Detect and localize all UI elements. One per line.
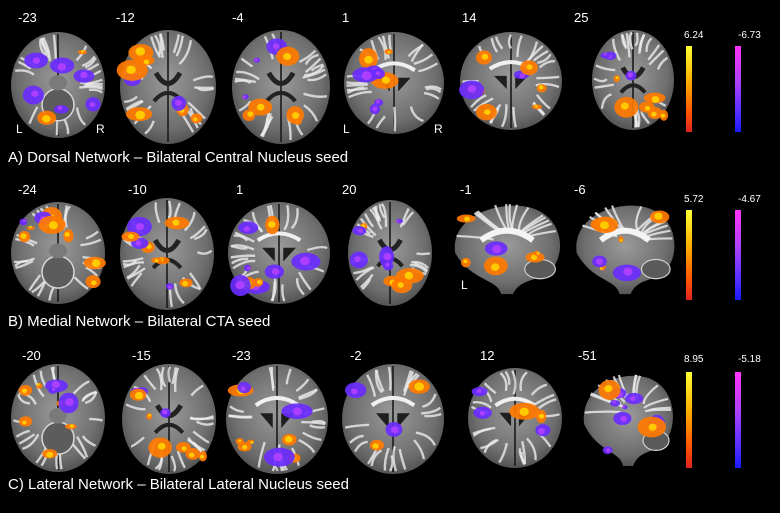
positive-colorbar (686, 46, 692, 132)
brain-slice-coronal (458, 30, 564, 132)
brain-slice-axial (590, 28, 676, 132)
brain-slice-coronal (342, 30, 446, 136)
brain-slice-axial (8, 30, 108, 140)
brain-slice-graphic (576, 205, 675, 295)
slice-label: -23 (232, 348, 251, 363)
negative-colorbar (735, 210, 741, 300)
scale-max-value: 5.72 (684, 194, 704, 205)
slice-label: -2 (350, 348, 362, 363)
scale-max-value: 8.95 (684, 354, 704, 365)
brain-slice-axial (120, 362, 218, 476)
brain-slice-graphic (348, 200, 432, 306)
scale-min-value: -5.18 (738, 354, 761, 365)
slice-label: -51 (578, 348, 597, 363)
slice-label: -4 (232, 10, 244, 25)
brain-slice-graphic (454, 204, 561, 295)
brain-slice-graphic (344, 32, 444, 134)
brain-slice-graphic (592, 30, 674, 130)
brain-slice-axial (8, 362, 108, 474)
brain-slice-graphic (226, 364, 328, 474)
brain-slice-sagittal (448, 200, 566, 296)
scale-max-value: 6.24 (684, 30, 704, 41)
row-medial: -24 -10 1 20 -1 -6 L 5.72 -4.67 B) Media… (0, 170, 780, 340)
scale-min-value: -4.67 (738, 194, 761, 205)
brain-slice-axial (118, 196, 216, 312)
brain-slice-axial (8, 200, 108, 306)
brain-slice-graphic (11, 202, 106, 304)
negative-colorbar (735, 372, 741, 468)
brain-slice-graphic (120, 198, 214, 310)
slice-label: -10 (128, 182, 147, 197)
brain-slice-graphic (116, 30, 216, 144)
brain-slice-graphic (232, 30, 330, 144)
brain-slice-graphic (122, 364, 216, 474)
slice-label: 14 (462, 10, 477, 25)
brain-slice-sagittal (570, 200, 680, 296)
slice-label: 20 (342, 182, 357, 197)
slice-label: 25 (574, 10, 589, 25)
row-dorsal: -23 -12 -4 1 14 25 L R L R 6.24 -6.73 A)… (0, 0, 780, 170)
left-side-label: L (16, 122, 23, 136)
brain-slice-coronal (340, 362, 446, 476)
negative-colorbar (735, 46, 741, 132)
row-lateral: -20 -15 -23 -2 12 -51 8.95 -5.18 C) Late… (0, 340, 780, 513)
brain-slice-graphic (342, 364, 444, 474)
slice-label: 12 (480, 348, 495, 363)
brain-slice-graphic (11, 32, 105, 138)
right-side-label: R (96, 122, 105, 136)
brain-slice-graphic (468, 368, 562, 468)
brain-slice-graphic (11, 364, 105, 472)
left-side-label: L (461, 278, 468, 292)
right-side-label: R (434, 122, 443, 136)
slice-label: -23 (18, 10, 37, 25)
brain-slice-graphic (228, 202, 330, 304)
brain-slice-sagittal (578, 370, 678, 468)
slice-label: -1 (460, 182, 472, 197)
brain-slice-coronal (224, 362, 330, 476)
slice-label: 1 (342, 10, 350, 25)
brain-slice-axial (116, 28, 218, 146)
brain-slice-axial (230, 28, 332, 146)
slice-label: -20 (22, 348, 41, 363)
scale-min-value: -6.73 (738, 30, 761, 41)
brain-slice-graphic (583, 374, 673, 467)
slice-label: -24 (18, 182, 37, 197)
slice-label: -12 (116, 10, 135, 25)
slice-label: -6 (574, 182, 586, 197)
positive-colorbar (686, 210, 692, 300)
panel-caption: B) Medial Network – Bilateral CTA seed (8, 313, 271, 330)
left-side-label: L (343, 122, 350, 136)
panel-caption: C) Lateral Network – Bilateral Lateral N… (8, 476, 349, 493)
positive-colorbar (686, 372, 692, 468)
brain-slice-coronal (226, 200, 332, 306)
brain-slice-coronal (466, 366, 564, 470)
slice-label: -15 (132, 348, 151, 363)
slice-label: 1 (236, 182, 244, 197)
brain-slice-graphic (459, 32, 562, 130)
panel-caption: A) Dorsal Network – Bilateral Central Nu… (8, 149, 349, 166)
brain-slice-axial (346, 198, 434, 308)
